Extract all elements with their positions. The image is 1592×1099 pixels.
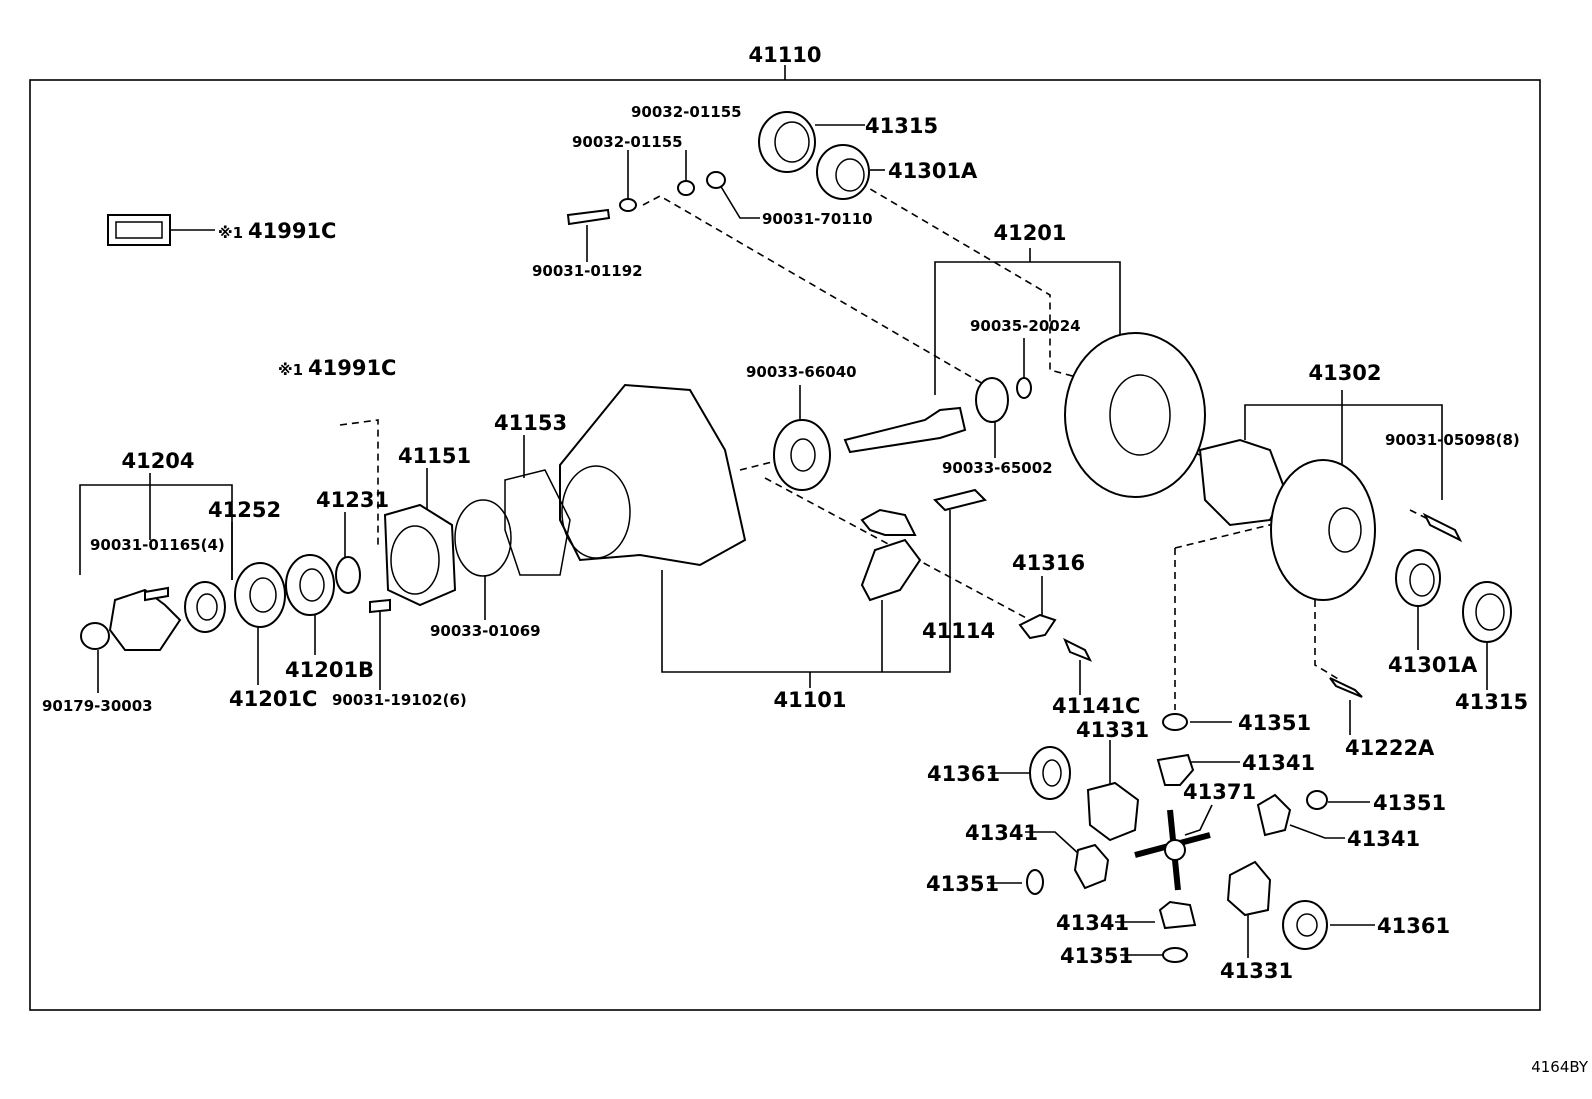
- label-41301a-top[interactable]: 41301A: [888, 159, 978, 183]
- label-41301a-bottom[interactable]: 41301A: [1388, 653, 1478, 677]
- label-41331-a[interactable]: 41331: [1076, 718, 1149, 742]
- label-41201b[interactable]: 41201B: [285, 658, 374, 682]
- label-41151[interactable]: 41151: [398, 444, 471, 468]
- label-41315-top[interactable]: 41315: [865, 114, 938, 138]
- label-41114[interactable]: 41114: [922, 619, 995, 643]
- label-90033-66040[interactable]: 90033-66040: [746, 363, 857, 381]
- label-41222a[interactable]: 41222A: [1345, 736, 1435, 760]
- label-90032-01155-b[interactable]: 90032-01155: [572, 133, 683, 151]
- label-41315-bottom[interactable]: 41315: [1455, 690, 1528, 714]
- label-41110[interactable]: 41110: [748, 43, 821, 67]
- label-41341-a[interactable]: 41341: [1242, 751, 1315, 775]
- label-41316[interactable]: 41316: [1012, 551, 1085, 575]
- label-41331-b[interactable]: 41331: [1220, 959, 1293, 983]
- label-90031-05098[interactable]: 90031-05098(8): [1385, 431, 1520, 449]
- label-41153[interactable]: 41153: [494, 411, 567, 435]
- note-mark-1: ※1: [218, 224, 243, 242]
- label-41991c-top[interactable]: 41991C: [248, 219, 336, 243]
- label-41341-d[interactable]: 41341: [1056, 911, 1129, 935]
- label-41201c[interactable]: 41201C: [229, 687, 317, 711]
- label-41231[interactable]: 41231: [316, 488, 389, 512]
- label-41204[interactable]: 41204: [121, 449, 194, 473]
- label-41201[interactable]: 41201: [993, 221, 1066, 245]
- label-90032-01155-a[interactable]: 90032-01155: [631, 103, 742, 121]
- label-41101[interactable]: 41101: [773, 688, 846, 712]
- label-41361-b[interactable]: 41361: [1377, 914, 1450, 938]
- leader-lines: [79, 124, 1488, 958]
- label-41351-c[interactable]: 41351: [926, 872, 999, 896]
- label-90031-19102[interactable]: 90031-19102(6): [332, 691, 467, 709]
- label-41371[interactable]: 41371: [1183, 780, 1256, 804]
- label-90031-01192[interactable]: 90031-01192: [532, 262, 643, 280]
- label-41341-c[interactable]: 41341: [965, 821, 1038, 845]
- label-90033-65002[interactable]: 90033-65002: [942, 459, 1053, 477]
- label-90035-20024[interactable]: 90035-20024: [970, 317, 1081, 335]
- part-labels: 41110 41315 41301A 90032-01155 90032-011…: [42, 43, 1589, 1076]
- label-41252[interactable]: 41252: [208, 498, 281, 522]
- label-41351-a[interactable]: 41351: [1238, 711, 1311, 735]
- label-90033-01069[interactable]: 90033-01069: [430, 622, 541, 640]
- label-90179-30003[interactable]: 90179-30003: [42, 697, 153, 715]
- part-illustrations: [80, 111, 1512, 963]
- label-41351-d[interactable]: 41351: [1060, 944, 1133, 968]
- label-90031-70110[interactable]: 90031-70110: [762, 210, 873, 228]
- label-41991c-mid[interactable]: 41991C: [308, 356, 396, 380]
- label-41361-a[interactable]: 41361: [927, 762, 1000, 786]
- label-90031-01165[interactable]: 90031-01165(4): [90, 536, 225, 554]
- label-41302[interactable]: 41302: [1308, 361, 1381, 385]
- note-mark-2: ※1: [278, 361, 303, 379]
- label-41141c[interactable]: 41141C: [1052, 694, 1140, 718]
- label-41341-b[interactable]: 41341: [1347, 827, 1420, 851]
- label-41351-b[interactable]: 41351: [1373, 791, 1446, 815]
- diagram-code: 4164BY: [1531, 1058, 1589, 1076]
